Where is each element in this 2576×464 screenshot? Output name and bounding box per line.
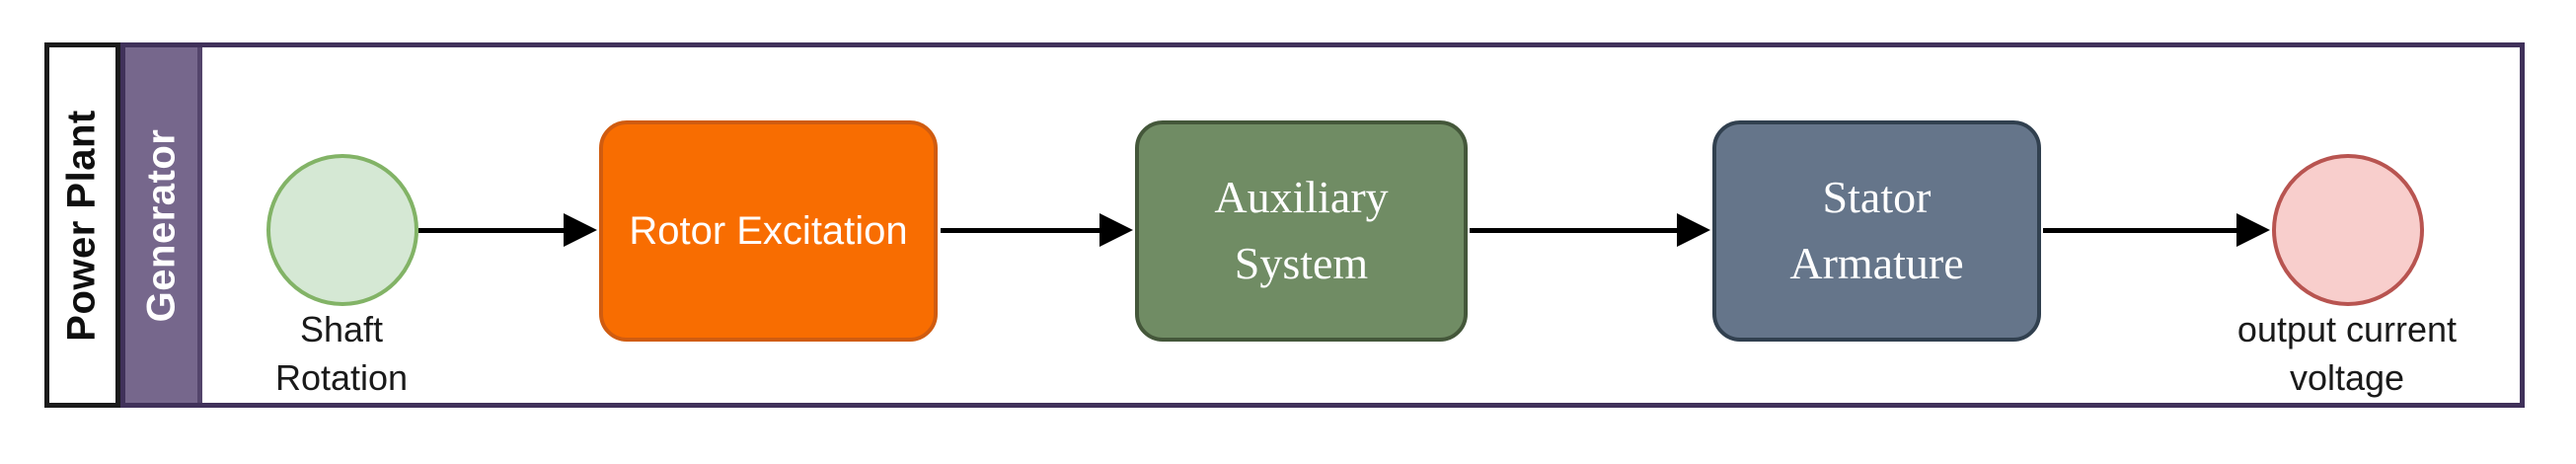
end-event-output	[2272, 154, 2424, 306]
arrow-line	[1470, 227, 1677, 233]
pool-power-plant: Power Plant	[44, 42, 120, 408]
arrow-line	[2043, 227, 2236, 233]
end-event-label: output current voltage	[2236, 309, 2458, 398]
arrow-head-icon	[564, 213, 597, 247]
start-event-shaft-rotation	[266, 154, 418, 306]
sequence-flow-4	[2043, 213, 2270, 247]
arrow-head-icon	[1677, 213, 1710, 247]
start-event-label: Shaft Rotation	[274, 309, 409, 398]
task-stator-armature: Stator Armature	[1712, 120, 2041, 342]
sequence-flow-1	[418, 213, 597, 247]
lane-label-band: Generator	[125, 47, 202, 403]
sequence-flow-2	[941, 213, 1133, 247]
sequence-flow-3	[1470, 213, 1710, 247]
task-auxiliary-system: Auxiliary System	[1135, 120, 1468, 342]
lane-label: Generator	[139, 128, 184, 322]
arrow-line	[418, 227, 564, 233]
pool-label: Power Plant	[60, 109, 105, 342]
arrow-head-icon	[2236, 213, 2270, 247]
arrow-head-icon	[1099, 213, 1133, 247]
task-rotor-excitation: Rotor Excitation	[599, 120, 938, 342]
arrow-line	[941, 227, 1099, 233]
